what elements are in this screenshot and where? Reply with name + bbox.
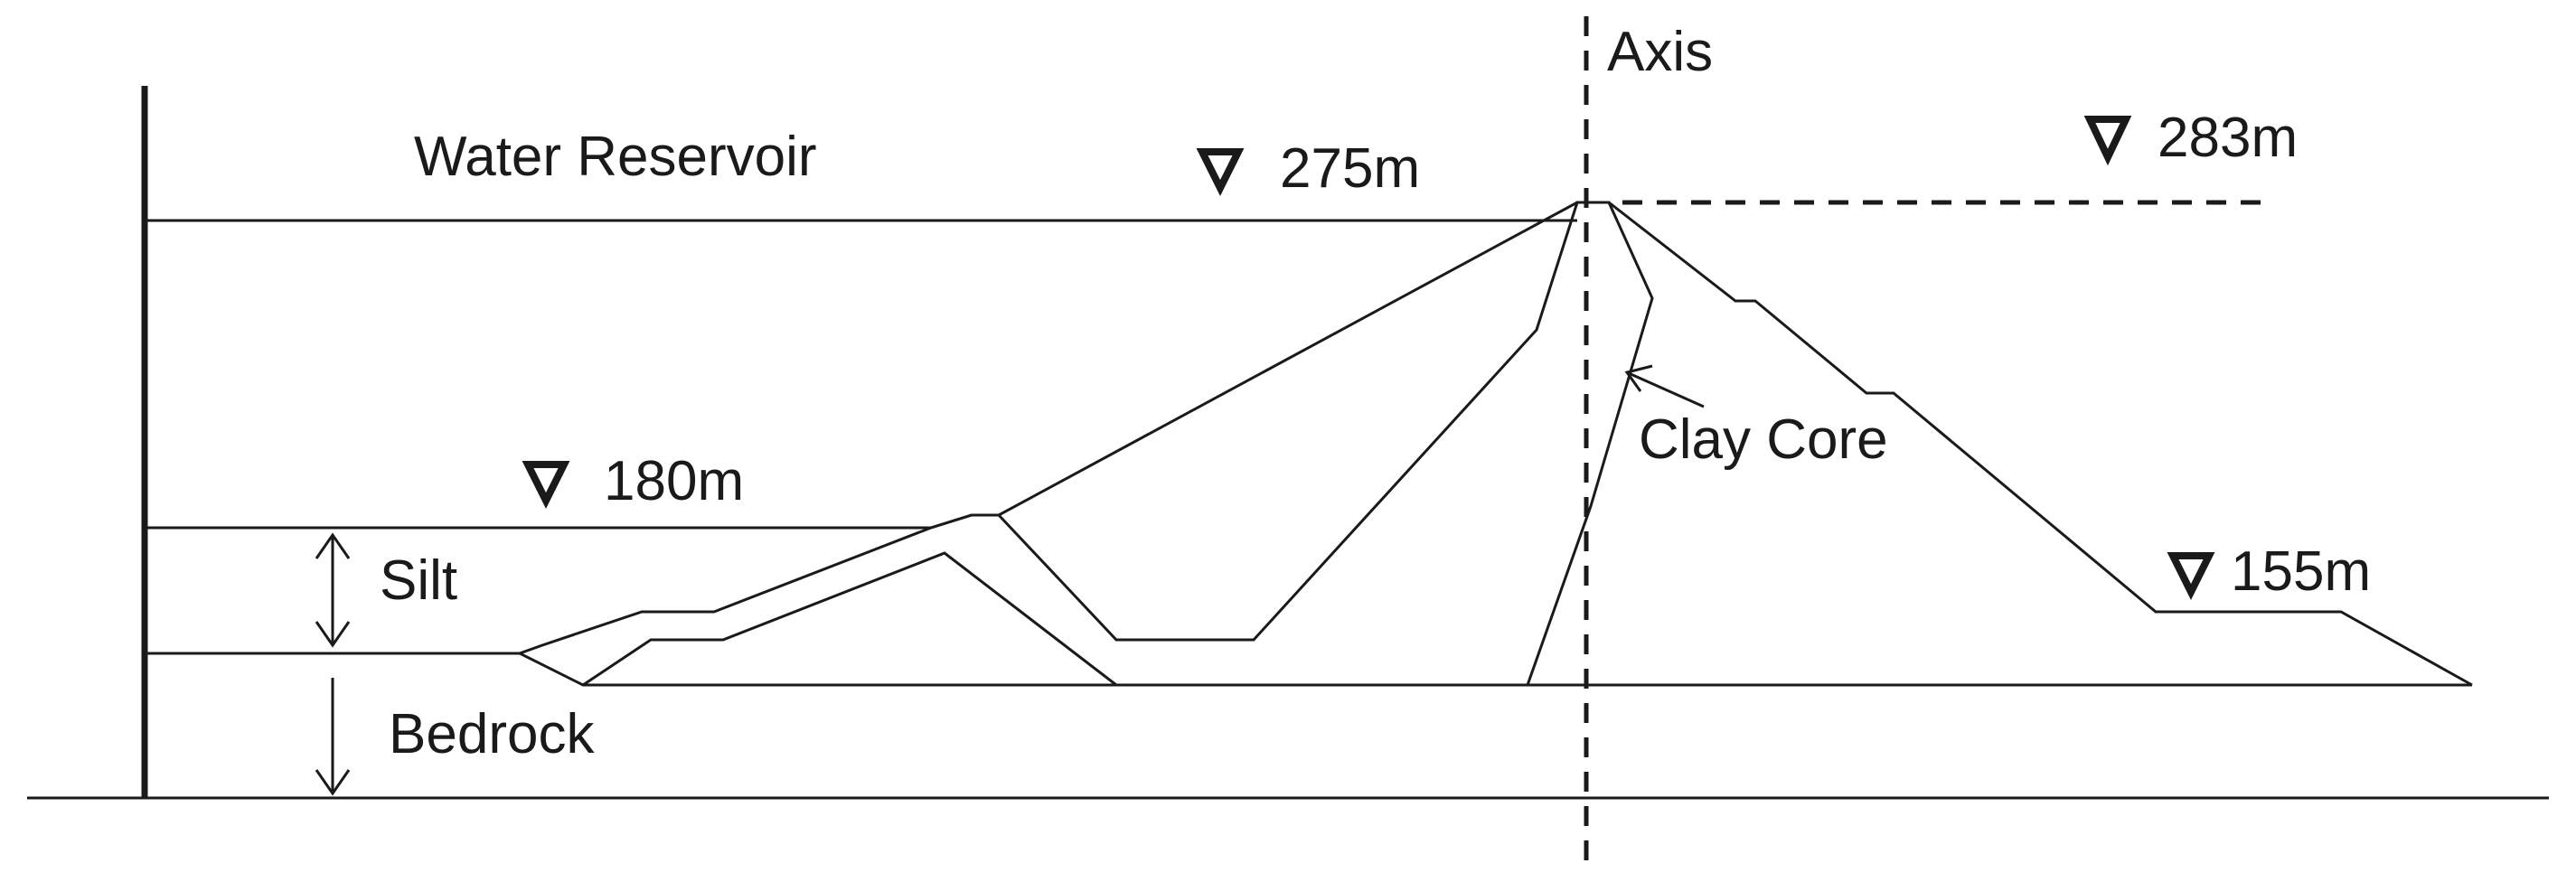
clay-core-pointer-head	[1624, 364, 1653, 392]
silt-arrow-head-top	[315, 532, 351, 559]
clay-core	[516, 201, 1654, 687]
water-level-marker-155	[2167, 552, 2215, 600]
water-reservoir-label: Water Reservoir	[414, 126, 817, 188]
downstream-slope	[1608, 201, 2473, 687]
axis-label: Axis	[1607, 21, 1713, 83]
bedrock-arrow-head	[315, 769, 351, 796]
clay-core-pointer-line	[1628, 371, 1705, 408]
water-level-marker-283	[2083, 116, 2132, 166]
elevation-283-label: 283m	[2158, 107, 2298, 169]
upstream-slope	[930, 201, 1609, 530]
bedrock-label: Bedrock	[389, 703, 595, 765]
elevation-180-label: 180m	[604, 450, 744, 512]
water-level-marker-275	[1196, 148, 1245, 196]
clay-core-label: Clay Core	[1639, 408, 1888, 471]
water-level-marker-180	[522, 461, 570, 509]
silt-arrow-head-bottom	[315, 621, 351, 648]
elevation-275-label: 275m	[1280, 137, 1420, 200]
silt-label: Silt	[380, 549, 457, 612]
elevation-155-label: 155m	[2231, 540, 2371, 603]
